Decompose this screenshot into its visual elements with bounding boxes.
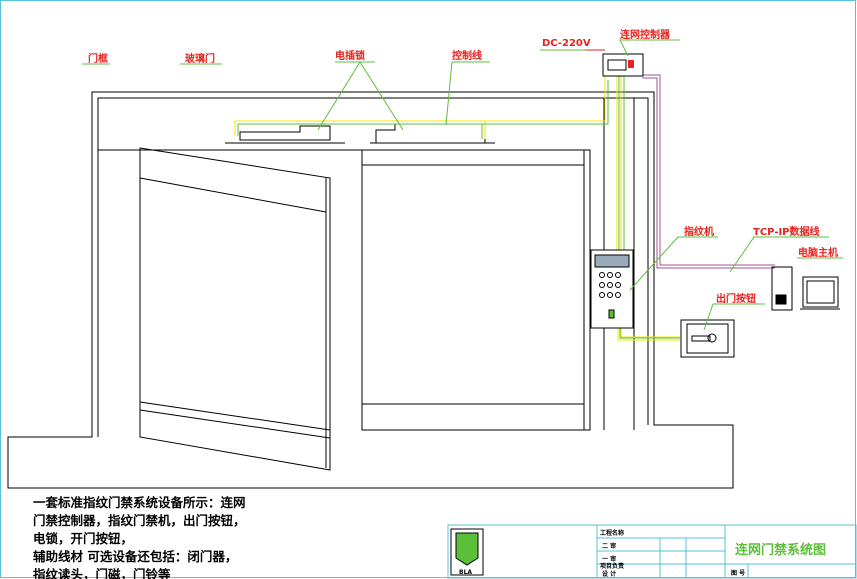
- description-line: 辅助线材 可选设备还包括：闭门器，: [33, 549, 238, 564]
- exit-button-label: 出门按钮: [716, 292, 756, 305]
- network-controller-label: 连网控制器: [620, 28, 671, 41]
- electric-lock: [225, 123, 495, 144]
- description-line: 电锁，开门按钮，: [33, 531, 134, 546]
- design-label: 设 计: [602, 570, 616, 578]
- control-wire-label: 控制线: [452, 49, 482, 62]
- network-controller-device: [602, 53, 644, 77]
- drawing-title: 连网门禁系统图: [735, 542, 826, 558]
- tcpip-cable-label: TCP-IP数据线: [753, 225, 820, 238]
- door-frame-label: 门框: [88, 52, 108, 65]
- project-name-label: 工程名称: [600, 529, 624, 537]
- power-label: DC-220V: [542, 38, 591, 49]
- description-line: 指纹读头，门磁，门铃等: [33, 567, 171, 579]
- logo-text: BLA: [459, 569, 472, 576]
- review2-label: 二 审: [602, 542, 616, 550]
- title-block: [447, 524, 857, 579]
- leader-lines: [82, 39, 843, 331]
- description-line: 门禁控制器，指纹门禁机，出门按钮，: [33, 513, 246, 528]
- electric-lock-label: 电插锁: [335, 49, 365, 62]
- fingerprint-machine-device: [590, 249, 634, 329]
- lead-label: 项目负责: [600, 562, 624, 570]
- drawing-number-label: 图 号: [731, 569, 745, 577]
- review1-label: 一 审: [602, 555, 616, 563]
- glass-door-label: 玻璃门: [185, 52, 215, 65]
- computer-device: [771, 266, 840, 311]
- glass-door: [139, 147, 331, 471]
- equipment-description: 一套标准指纹门禁系统设备所示：连网 门禁控制器，指纹门禁机，出门按钮， 电锁，开…: [33, 494, 273, 579]
- control-wires: [234, 49, 775, 341]
- computer-label: 电脑主机: [798, 246, 838, 259]
- fingerprint-machine-label: 指纹机: [684, 225, 714, 238]
- description-line: 一套标准指纹门禁系统设备所示：连网: [33, 495, 246, 510]
- door-frame-wall: [7, 91, 734, 489]
- exit-button-device: [680, 319, 735, 358]
